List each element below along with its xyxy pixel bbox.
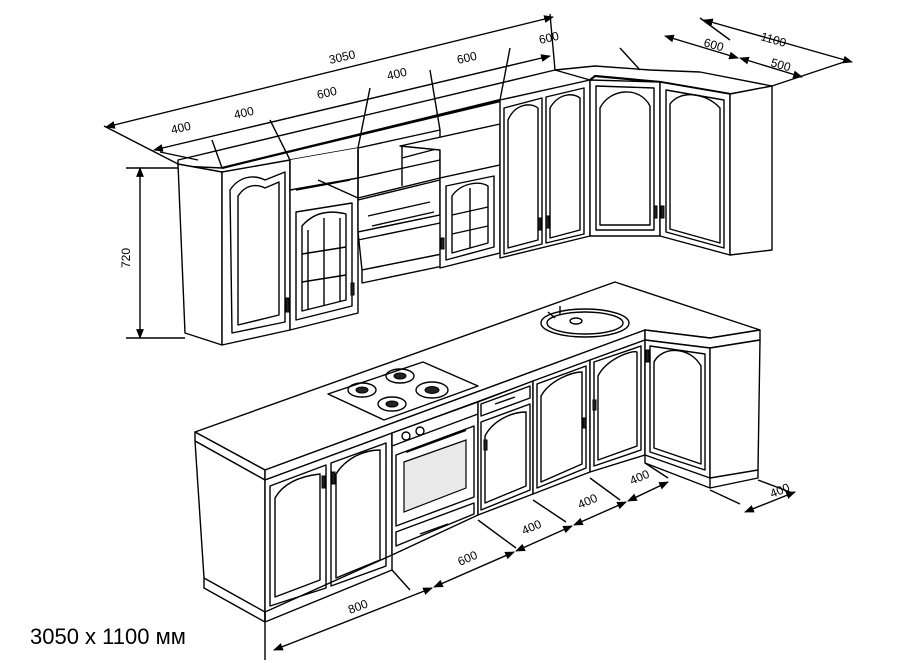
lower-cabinet-400-b bbox=[532, 359, 591, 495]
lower-corner-cabinet bbox=[644, 339, 761, 489]
upper-cabinets bbox=[177, 65, 773, 346]
dim-720: 720 bbox=[119, 248, 133, 268]
dim-3050-overall: 3050 bbox=[328, 47, 357, 67]
dim-400-lower-c: 400 bbox=[628, 467, 652, 488]
upper-left-cabinet bbox=[177, 159, 291, 346]
lower-cabinet-400-a bbox=[477, 380, 534, 516]
dim-400-b: 400 bbox=[233, 104, 256, 122]
lower-cabinets bbox=[194, 281, 761, 623]
dim-600-b: 600 bbox=[456, 49, 479, 67]
upper-glass-cabinet-left bbox=[289, 147, 359, 331]
dim-600-a: 600 bbox=[316, 84, 339, 102]
oven-cabinet-600 bbox=[391, 401, 479, 556]
dim-1100: 1100 bbox=[759, 29, 788, 50]
sink bbox=[540, 306, 630, 338]
dim-400-depth: 400 bbox=[768, 480, 792, 501]
overall-size-caption: 3050 x 1100 мм bbox=[30, 624, 186, 649]
lower-cabinet-400-c bbox=[589, 339, 646, 473]
dim-800: 800 bbox=[346, 596, 370, 616]
upper-corner-cabinet bbox=[554, 65, 773, 256]
dim-400-lower-a: 400 bbox=[520, 517, 544, 538]
dim-400-lower-b: 400 bbox=[576, 491, 600, 512]
upper-double-cabinet bbox=[499, 79, 591, 259]
dim-600-lower: 600 bbox=[456, 548, 480, 569]
cooktop bbox=[327, 361, 479, 421]
dim-600-right: 600 bbox=[702, 35, 725, 54]
dim-600-c: 600 bbox=[538, 29, 561, 47]
dim-400-c: 400 bbox=[386, 65, 409, 83]
dim-400-a: 400 bbox=[170, 119, 193, 137]
dim-500-right: 500 bbox=[769, 55, 792, 74]
dimension-labels: 3050 400 400 600 400 600 600 1100 600 50… bbox=[119, 29, 793, 617]
dimension-lines bbox=[103, 13, 853, 660]
